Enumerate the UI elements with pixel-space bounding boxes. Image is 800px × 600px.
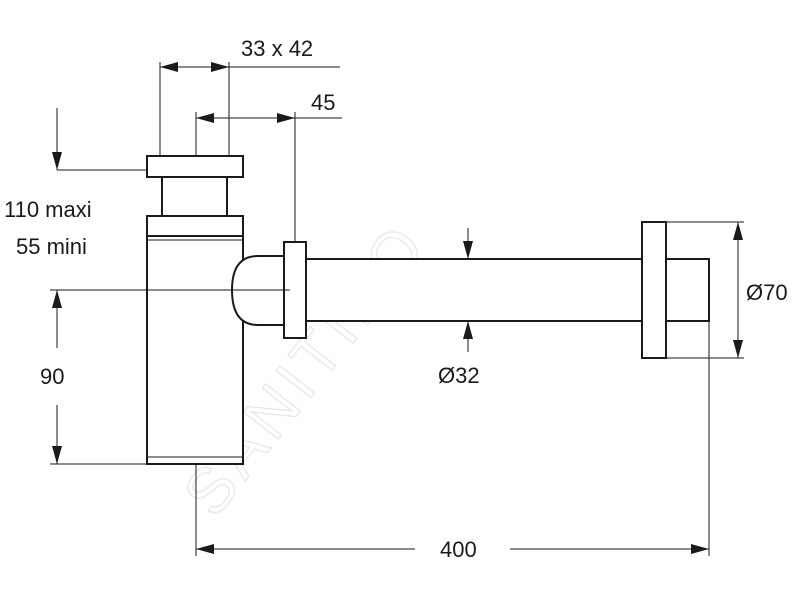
arrowhead — [463, 321, 473, 339]
arrowhead — [196, 544, 214, 554]
arrowhead — [733, 340, 743, 358]
arrowhead — [733, 222, 743, 240]
label-length: 400 — [440, 537, 477, 562]
arrowhead — [196, 113, 214, 123]
arrowhead — [277, 113, 295, 123]
arrowhead — [691, 544, 709, 554]
arrowhead — [211, 62, 229, 72]
arrowhead — [52, 290, 62, 308]
tail-pipe — [161, 176, 228, 218]
label-offset: 45 — [311, 90, 335, 115]
collar — [146, 215, 244, 237]
pipe-end — [665, 258, 710, 322]
arrowhead — [52, 152, 62, 170]
top-cap — [146, 155, 244, 178]
label-rosette-diameter: Ø70 — [746, 280, 788, 305]
label-height-max: 110 maxi — [4, 197, 92, 222]
label-outlet-height: 90 — [40, 364, 64, 389]
arrowhead — [160, 62, 178, 72]
wall-rosette — [641, 221, 667, 359]
arrowhead — [463, 241, 473, 259]
bottle-body — [146, 235, 244, 465]
label-pipe-diameter: Ø32 — [438, 363, 480, 388]
label-height-min: 55 mini — [16, 234, 87, 259]
arrowhead — [52, 446, 62, 464]
label-top-width: 33 x 42 — [241, 36, 313, 61]
drain-pipe — [305, 258, 643, 322]
